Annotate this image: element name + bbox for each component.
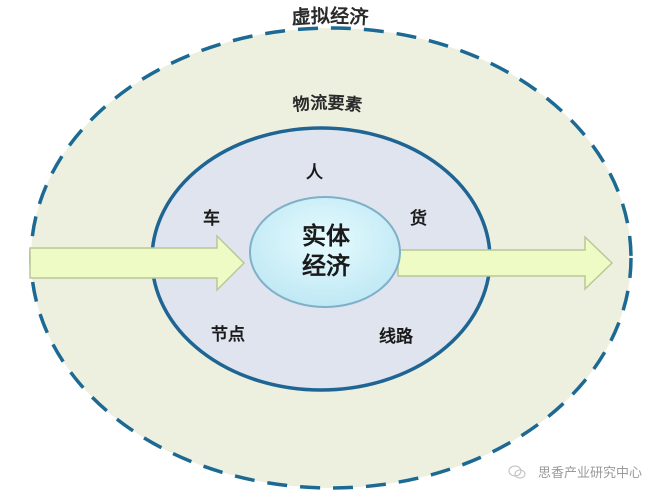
real-economy-label: 实体 经济: [256, 196, 396, 306]
watermark: 思香产业研究中心: [508, 462, 642, 481]
wechat-icon: [508, 465, 526, 478]
real-economy-core: [249, 196, 401, 308]
watermark-text: 思香产业研究中心: [538, 466, 643, 481]
element-route: 线路: [379, 327, 413, 347]
input-arrow: [29, 234, 246, 292]
virtual-economy-label: 虚拟经济: [291, 4, 370, 29]
element-vehicle: 车: [203, 209, 220, 229]
core-line-1: 实体: [302, 222, 350, 250]
element-node: 节点: [211, 325, 245, 345]
element-goods: 货: [410, 209, 427, 229]
core-line-2: 经济: [302, 252, 350, 280]
element-people: 人: [306, 163, 323, 183]
output-arrow: [397, 235, 614, 291]
